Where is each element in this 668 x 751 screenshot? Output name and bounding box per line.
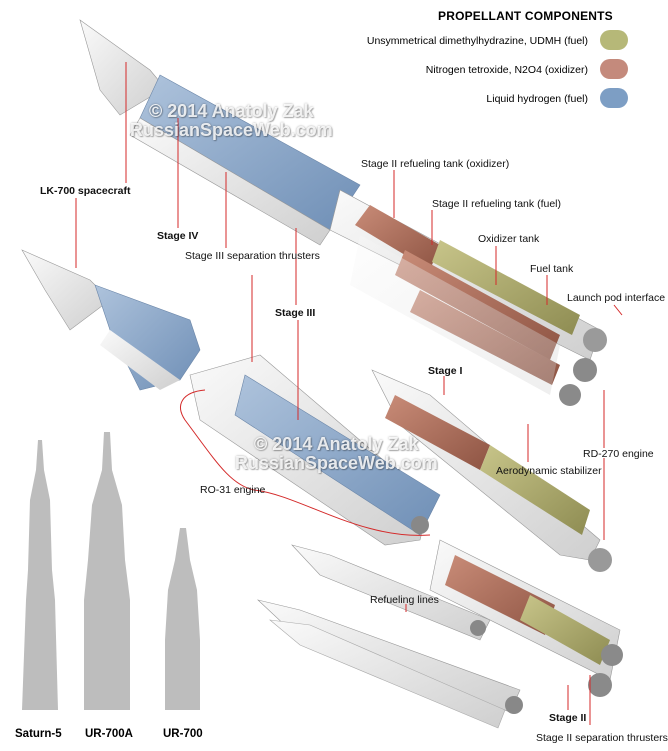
label-rd270: RD-270 engine xyxy=(583,448,654,460)
label-lk700: LK-700 spacecraft xyxy=(40,185,131,197)
silhouette-label-ur700: UR-700 xyxy=(163,728,203,740)
upper-stage-assembly xyxy=(21,249,441,546)
watermark-top: © 2014 Anatoly Zak RussianSpaceWeb.com xyxy=(130,102,333,140)
label-stage2-tank-ox: Stage II refueling tank (oxidizer) xyxy=(361,158,510,170)
size-silhouettes xyxy=(22,432,200,710)
stage1-block xyxy=(371,369,612,572)
legend-label-n2o4: Nitrogen tetroxide, N2O4 (oxidizer) xyxy=(425,64,588,76)
label-refuel-lines: Refueling lines xyxy=(370,594,439,606)
label-stage2-sep: Stage II separation thrusters xyxy=(536,732,668,744)
legend-label-udmh: Unsymmetrical dimethylhydrazine, UDMH (f… xyxy=(366,35,588,47)
label-stage2: Stage II xyxy=(549,712,587,724)
label-ro31: RO-31 engine xyxy=(200,484,266,496)
diagram-canvas: PROPELLANT COMPONENTS Unsymmetrical dime… xyxy=(15,9,668,744)
label-fuel-tank: Fuel tank xyxy=(530,263,574,275)
stage2-block xyxy=(429,539,623,697)
legend-title: PROPELLANT COMPONENTS xyxy=(438,9,613,23)
legend-swatch-lh2 xyxy=(600,88,628,108)
silhouette-label-saturn5: Saturn-5 xyxy=(15,728,62,740)
watermark-bottom-line1: © 2014 Anatoly Zak xyxy=(254,434,419,454)
watermark-top-line2: RussianSpaceWeb.com xyxy=(130,119,333,140)
rocket-illustration xyxy=(21,19,623,729)
legend-swatch-n2o4 xyxy=(600,59,628,79)
label-stage3-sep: Stage III separation thrusters xyxy=(185,250,320,262)
label-aero: Aerodynamic stabilizer xyxy=(496,465,602,477)
label-oxidizer-tank: Oxidizer tank xyxy=(478,233,540,245)
label-stage3: Stage III xyxy=(275,307,316,319)
watermark-top-line1: © 2014 Anatoly Zak xyxy=(149,101,314,121)
refueling-modules xyxy=(256,544,523,729)
label-stage2-tank-fuel: Stage II refueling tank (fuel) xyxy=(432,198,561,210)
label-stage1: Stage I xyxy=(428,365,463,377)
main-rocket xyxy=(79,19,607,406)
legend-swatch-udmh xyxy=(600,30,628,50)
watermark-bottom: © 2014 Anatoly Zak RussianSpaceWeb.com xyxy=(235,435,438,473)
legend-label-lh2: Liquid hydrogen (fuel) xyxy=(486,93,588,105)
watermark-bottom-line2: RussianSpaceWeb.com xyxy=(235,452,438,473)
silhouette-label-ur700a: UR-700A xyxy=(85,728,133,740)
label-launch-pod: Launch pod interface xyxy=(567,292,666,304)
label-stage4: Stage IV xyxy=(157,230,199,242)
leader-lines xyxy=(75,62,623,725)
